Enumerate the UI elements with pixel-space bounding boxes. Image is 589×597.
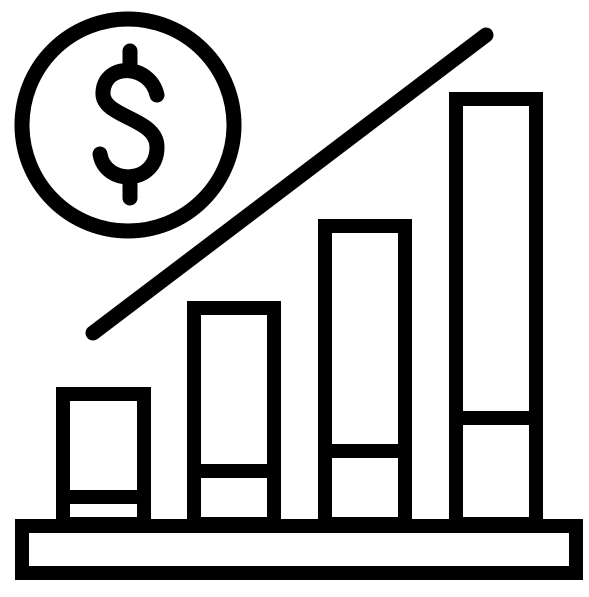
bar-4-outline	[449, 92, 543, 531]
bars-group	[56, 92, 543, 531]
trend-line	[85, 27, 494, 341]
dollar-coin-icon	[14, 11, 242, 239]
bar-3	[318, 219, 412, 531]
bar-3-outline	[318, 219, 412, 531]
dollar-sign-icon	[92, 63, 165, 185]
bar-1	[56, 387, 151, 531]
base-platform	[15, 519, 583, 580]
coin-circle	[14, 11, 242, 239]
bar-4	[449, 92, 543, 531]
bar-2-outline	[187, 301, 281, 531]
bar-2	[187, 301, 281, 531]
bar-1-outline	[56, 387, 151, 531]
